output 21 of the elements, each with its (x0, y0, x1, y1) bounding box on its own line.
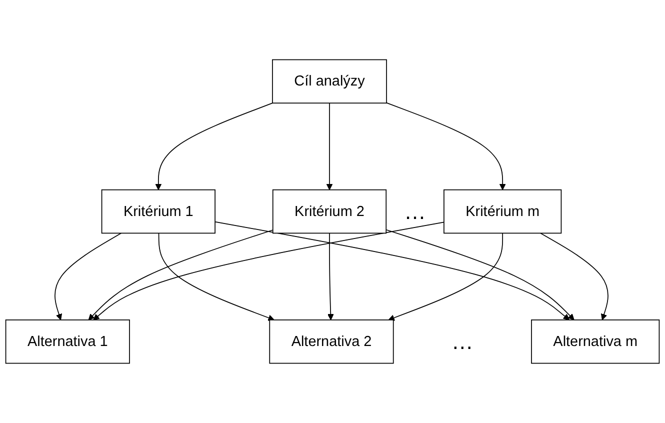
arrow (214, 221, 570, 320)
node-box: Kritérium 1 (101, 189, 216, 234)
arrow (386, 229, 574, 320)
arrow (326, 102, 333, 190)
arrow (327, 232, 334, 320)
ellipsis-label: … (404, 198, 426, 224)
arrow (540, 232, 608, 320)
node-box: Alternativa 2 (269, 319, 394, 364)
arrow (54, 232, 122, 320)
arrow (93, 222, 444, 320)
node-box: Alternativa 1 (5, 319, 130, 364)
arrow (388, 232, 504, 321)
arrow (155, 102, 273, 190)
arrow (88, 230, 274, 320)
arrow (386, 102, 506, 190)
arrow (158, 232, 274, 321)
node-box: Kritérium m (444, 189, 562, 234)
node-box: Kritérium 2 (272, 189, 387, 234)
node-box: Cíl analýzy (272, 59, 387, 104)
ellipsis-label: … (451, 328, 474, 355)
node-box: Alternativa m (531, 319, 660, 364)
